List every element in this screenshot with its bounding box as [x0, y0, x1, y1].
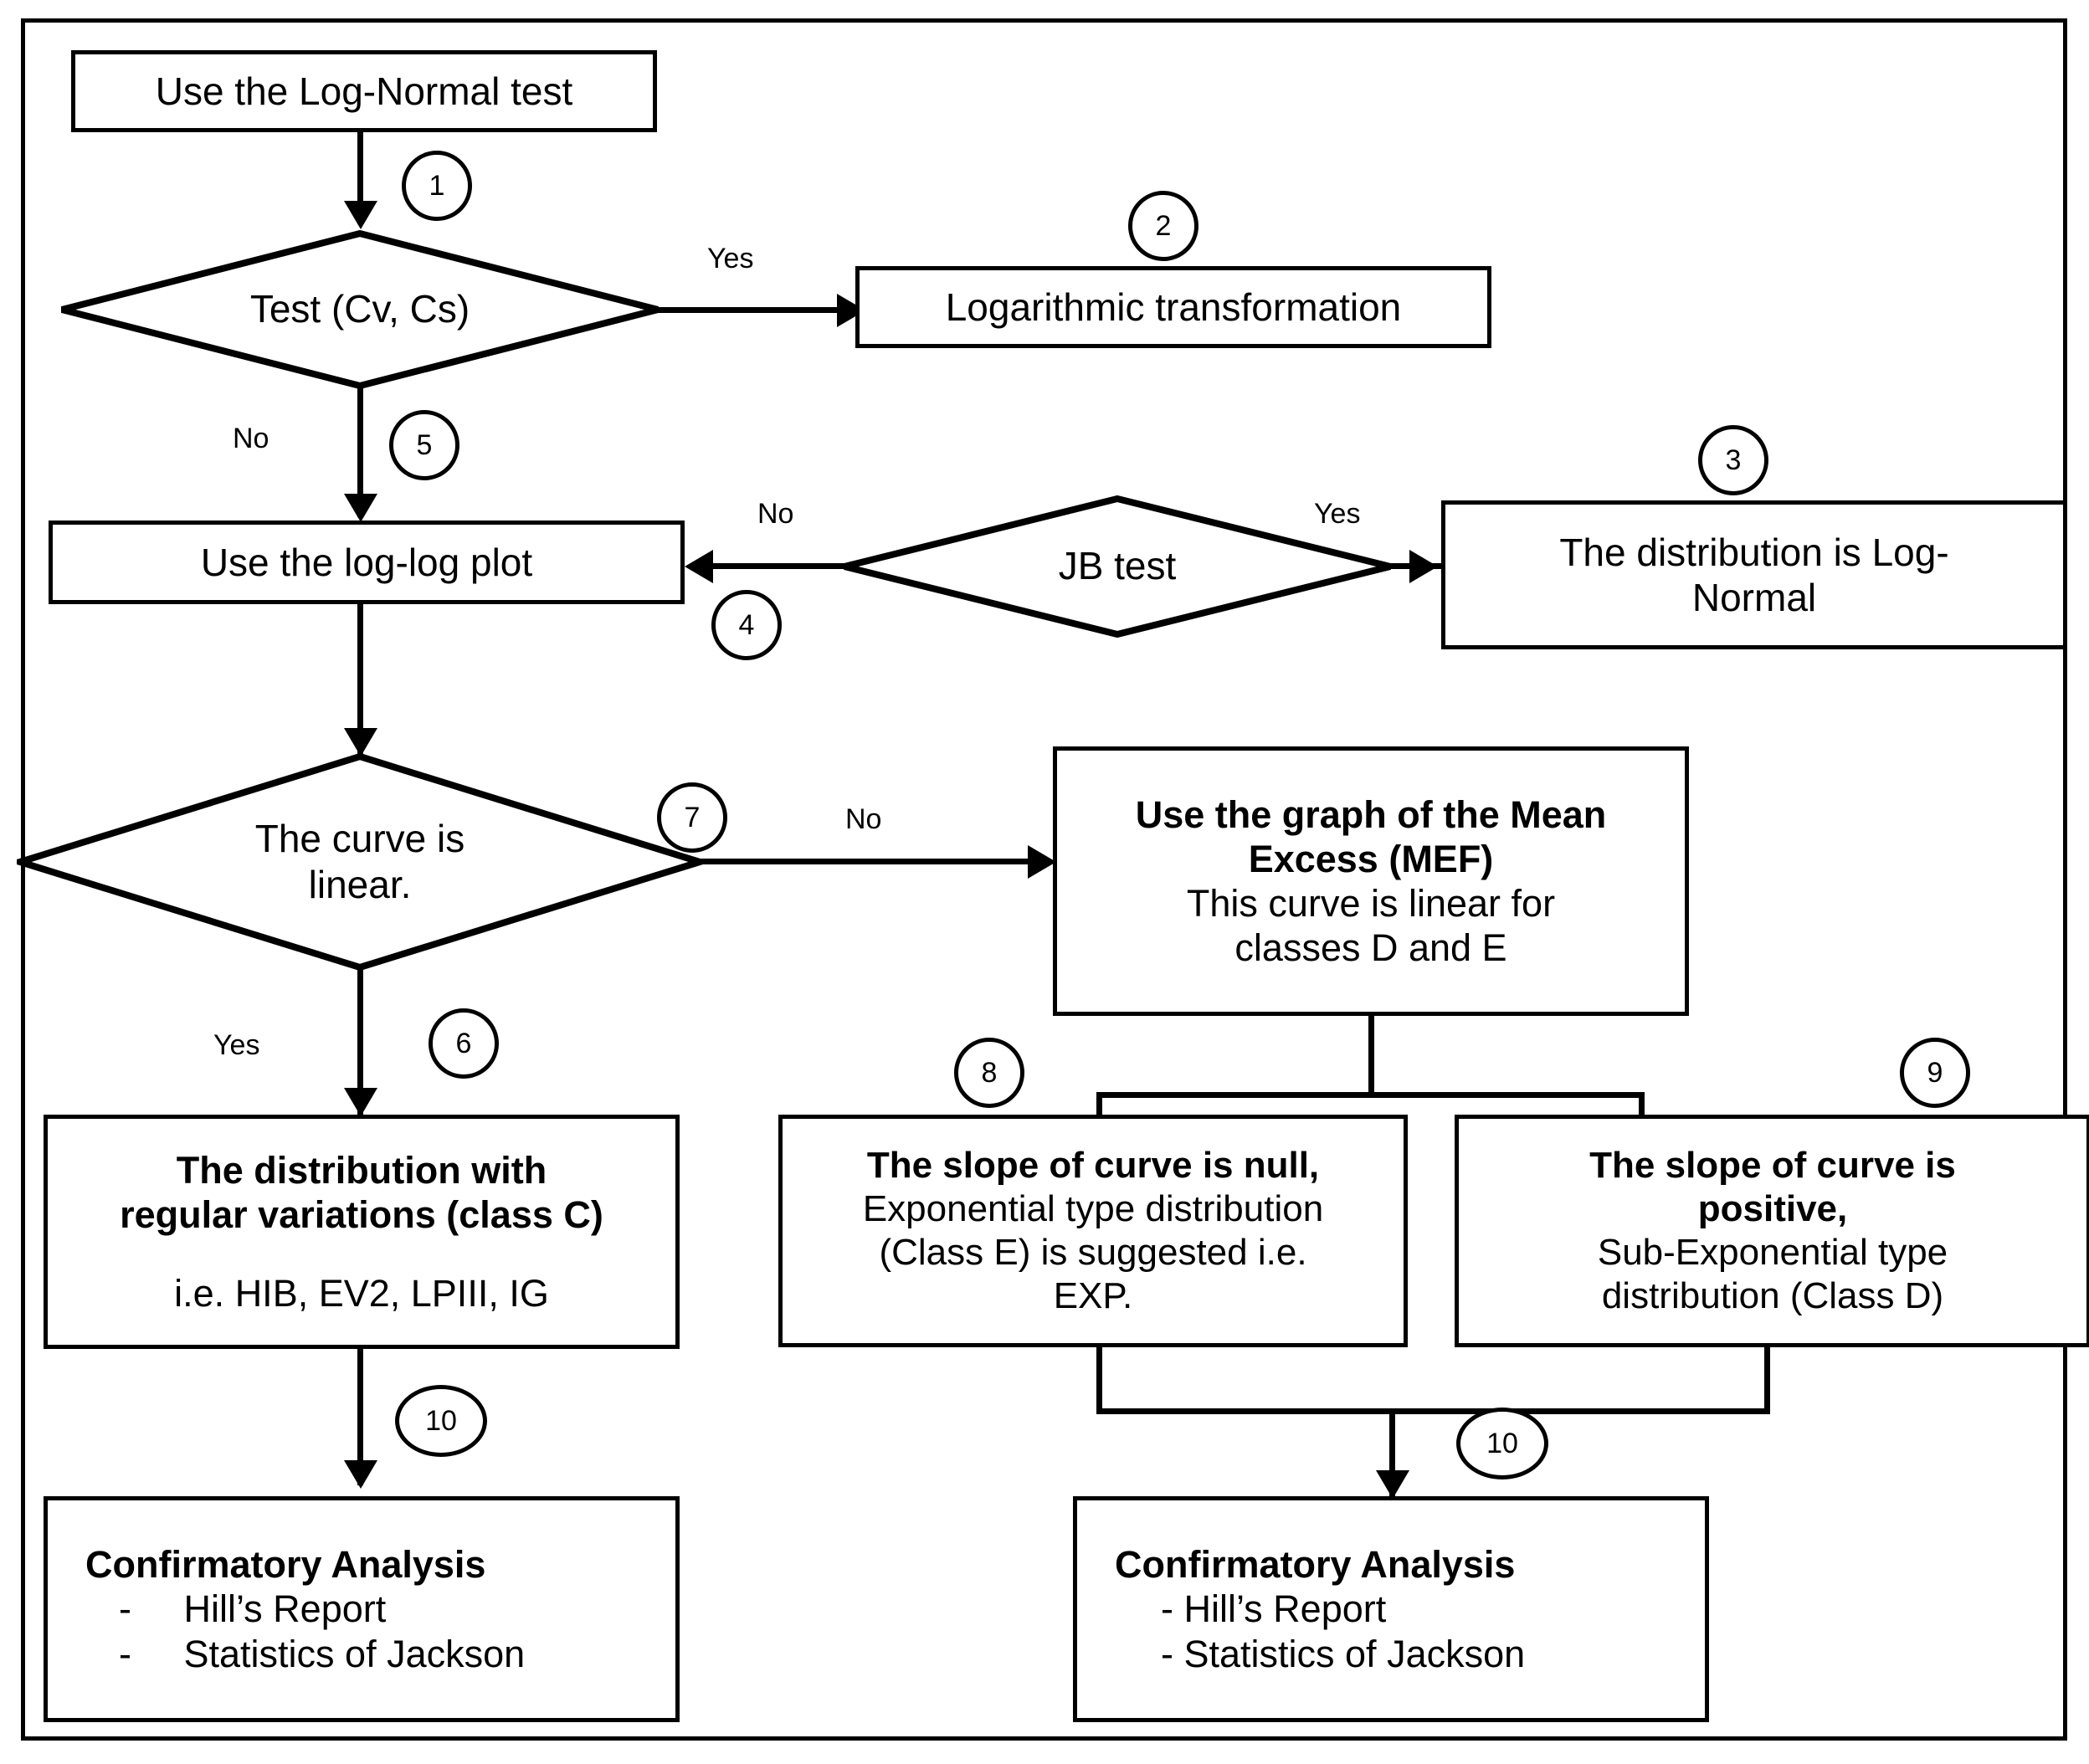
arrowhead-down: [344, 201, 377, 229]
node-title: Confirmatory Analysis: [85, 1543, 486, 1587]
node-label-line3: (Class E) is suggested i.e.: [879, 1232, 1307, 1273]
step-number-label: 10: [425, 1404, 457, 1437]
node-class-e-distribution[interactable]: The slope of curve is null, Exponential …: [778, 1115, 1408, 1347]
node-confirmatory-analysis-left[interactable]: Confirmatory Analysis - Hill’s Report - …: [44, 1496, 680, 1722]
node-label-line1: Use the graph of the Mean: [1135, 792, 1607, 836]
arrowhead-down: [344, 1460, 377, 1489]
diamond-shape: [844, 495, 1391, 638]
edge-label-test-yes: Yes: [707, 243, 754, 274]
step-number-label: 10: [1486, 1427, 1518, 1459]
node-label-line1: The slope of curve is: [1589, 1145, 1956, 1187]
node-label-line2: regular variations (class C): [120, 1193, 603, 1237]
edge-label-curve-no: No: [845, 803, 882, 835]
edge-curve-yes: [357, 964, 363, 1115]
arrowhead-left: [685, 550, 713, 583]
node-item-1: - Hill’s Report: [119, 1587, 387, 1631]
node-label-line2: Excess (MEF): [1248, 837, 1494, 880]
step-number-label: 7: [684, 801, 701, 833]
node-class-d-distribution[interactable]: The slope of curve is positive, Sub-Expo…: [1455, 1115, 2089, 1347]
step-number-label: 2: [1155, 209, 1172, 242]
step-number-8: 8: [954, 1038, 1024, 1108]
step-number-3: 3: [1698, 425, 1768, 495]
node-label-line2: Normal: [1691, 576, 1817, 619]
step-number-4: 4: [711, 590, 782, 660]
step-number-1: 1: [402, 151, 472, 221]
step-number-9: 9: [1900, 1038, 1970, 1108]
node-label-line4: distribution (Class D): [1601, 1274, 1944, 1316]
node-curve-is-linear[interactable]: The curve is linear.: [17, 753, 703, 971]
node-label-line3: i.e. HIB, EV2, LPIII, IG: [174, 1271, 549, 1315]
node-item-2: - Statistics of Jackson: [1161, 1632, 1526, 1675]
node-item-2: - Statistics of Jackson: [119, 1632, 526, 1675]
step-number-5: 5: [389, 410, 459, 480]
step-number-10-right: 10: [1456, 1408, 1548, 1479]
step-number-label: 3: [1725, 444, 1742, 476]
step-number-6: 6: [429, 1008, 499, 1079]
step-number-label: 6: [455, 1027, 472, 1059]
arrowhead-right: [1028, 845, 1056, 879]
edge-test-yes: [658, 307, 859, 313]
node-confirmatory-analysis-right[interactable]: Confirmatory Analysis - Hill’s Report - …: [1073, 1496, 1709, 1722]
edge-label-curve-yes: Yes: [213, 1029, 260, 1061]
node-label: Logarithmic transformation: [945, 285, 1402, 329]
node-logarithmic-transformation[interactable]: Logarithmic transformation: [855, 266, 1491, 348]
step-number-label: 5: [416, 428, 433, 461]
node-label-line4: EXP.: [1053, 1274, 1133, 1316]
edge-label-jb-no: No: [757, 498, 794, 530]
step-number-7: 7: [657, 782, 727, 853]
node-class-c-distribution[interactable]: The distribution with regular variations…: [44, 1115, 680, 1349]
node-title: Confirmatory Analysis: [1115, 1543, 1516, 1587]
edge-label-test-no: No: [233, 423, 269, 454]
node-label-line2: Exponential type distribution: [862, 1188, 1324, 1230]
step-number-label: 1: [429, 169, 445, 202]
node-item-1: - Hill’s Report: [1161, 1587, 1387, 1631]
diamond-shape: [17, 753, 703, 971]
arrowhead-down: [344, 494, 377, 522]
edge-label-jb-yes: Yes: [1314, 498, 1361, 530]
edge-merge-to-confirmatory: [1389, 1408, 1395, 1496]
edge-log-normal-to-test: [357, 132, 363, 224]
edge-mef-fork-bar: [1096, 1092, 1645, 1098]
step-number-2: 2: [1128, 191, 1198, 261]
node-label-line3: Sub-Exponential type: [1597, 1232, 1948, 1273]
edge-logplot-to-curve: [357, 604, 363, 755]
step-number-label: 8: [981, 1056, 998, 1089]
node-jb-test[interactable]: JB test: [841, 495, 1394, 638]
node-label-line1: The distribution is Log-: [1559, 530, 1949, 574]
node-label: Use the log-log plot: [200, 540, 533, 584]
edge-class-c-to-confirmatory: [357, 1347, 363, 1485]
arrowhead-down: [344, 1088, 377, 1116]
node-mean-excess-graph[interactable]: Use the graph of the Mean Excess (MEF) T…: [1053, 746, 1689, 1016]
node-label-line1: The distribution with: [176, 1149, 547, 1192]
arrowhead-down: [344, 728, 377, 756]
arrowhead-right: [1409, 550, 1438, 583]
edge-test-no: [357, 383, 363, 517]
edge-merge-bar: [1096, 1408, 1770, 1414]
edge-class-d-down: [1764, 1347, 1770, 1414]
node-label-line2: positive,: [1697, 1188, 1848, 1230]
edge-jb-no: [713, 563, 847, 569]
step-number-label: 4: [738, 608, 755, 641]
node-distribution-is-log-normal[interactable]: The distribution is Log- Normal: [1441, 500, 2067, 649]
diagram-outer-frame: [21, 18, 2067, 1741]
step-number-10-left: 10: [395, 1385, 487, 1457]
node-label: Use the Log-Normal test: [155, 69, 573, 113]
edge-curve-no: [695, 859, 1046, 864]
arrowhead-down: [1376, 1470, 1409, 1499]
node-test-cv-cs[interactable]: Test (Cv, Cs): [59, 230, 661, 389]
step-number-label: 9: [1927, 1056, 1943, 1089]
edge-mef-trunk: [1368, 1014, 1374, 1096]
node-use-log-normal-test[interactable]: Use the Log-Normal test: [71, 50, 657, 132]
node-label-line1: The slope of curve is null,: [866, 1145, 1320, 1187]
node-use-log-log-plot[interactable]: Use the log-log plot: [49, 520, 685, 604]
edge-class-e-down: [1096, 1347, 1102, 1414]
diamond-shape: [61, 230, 659, 389]
node-label-line4: classes D and E: [1234, 926, 1507, 970]
node-label-line3: This curve is linear for: [1186, 882, 1556, 925]
